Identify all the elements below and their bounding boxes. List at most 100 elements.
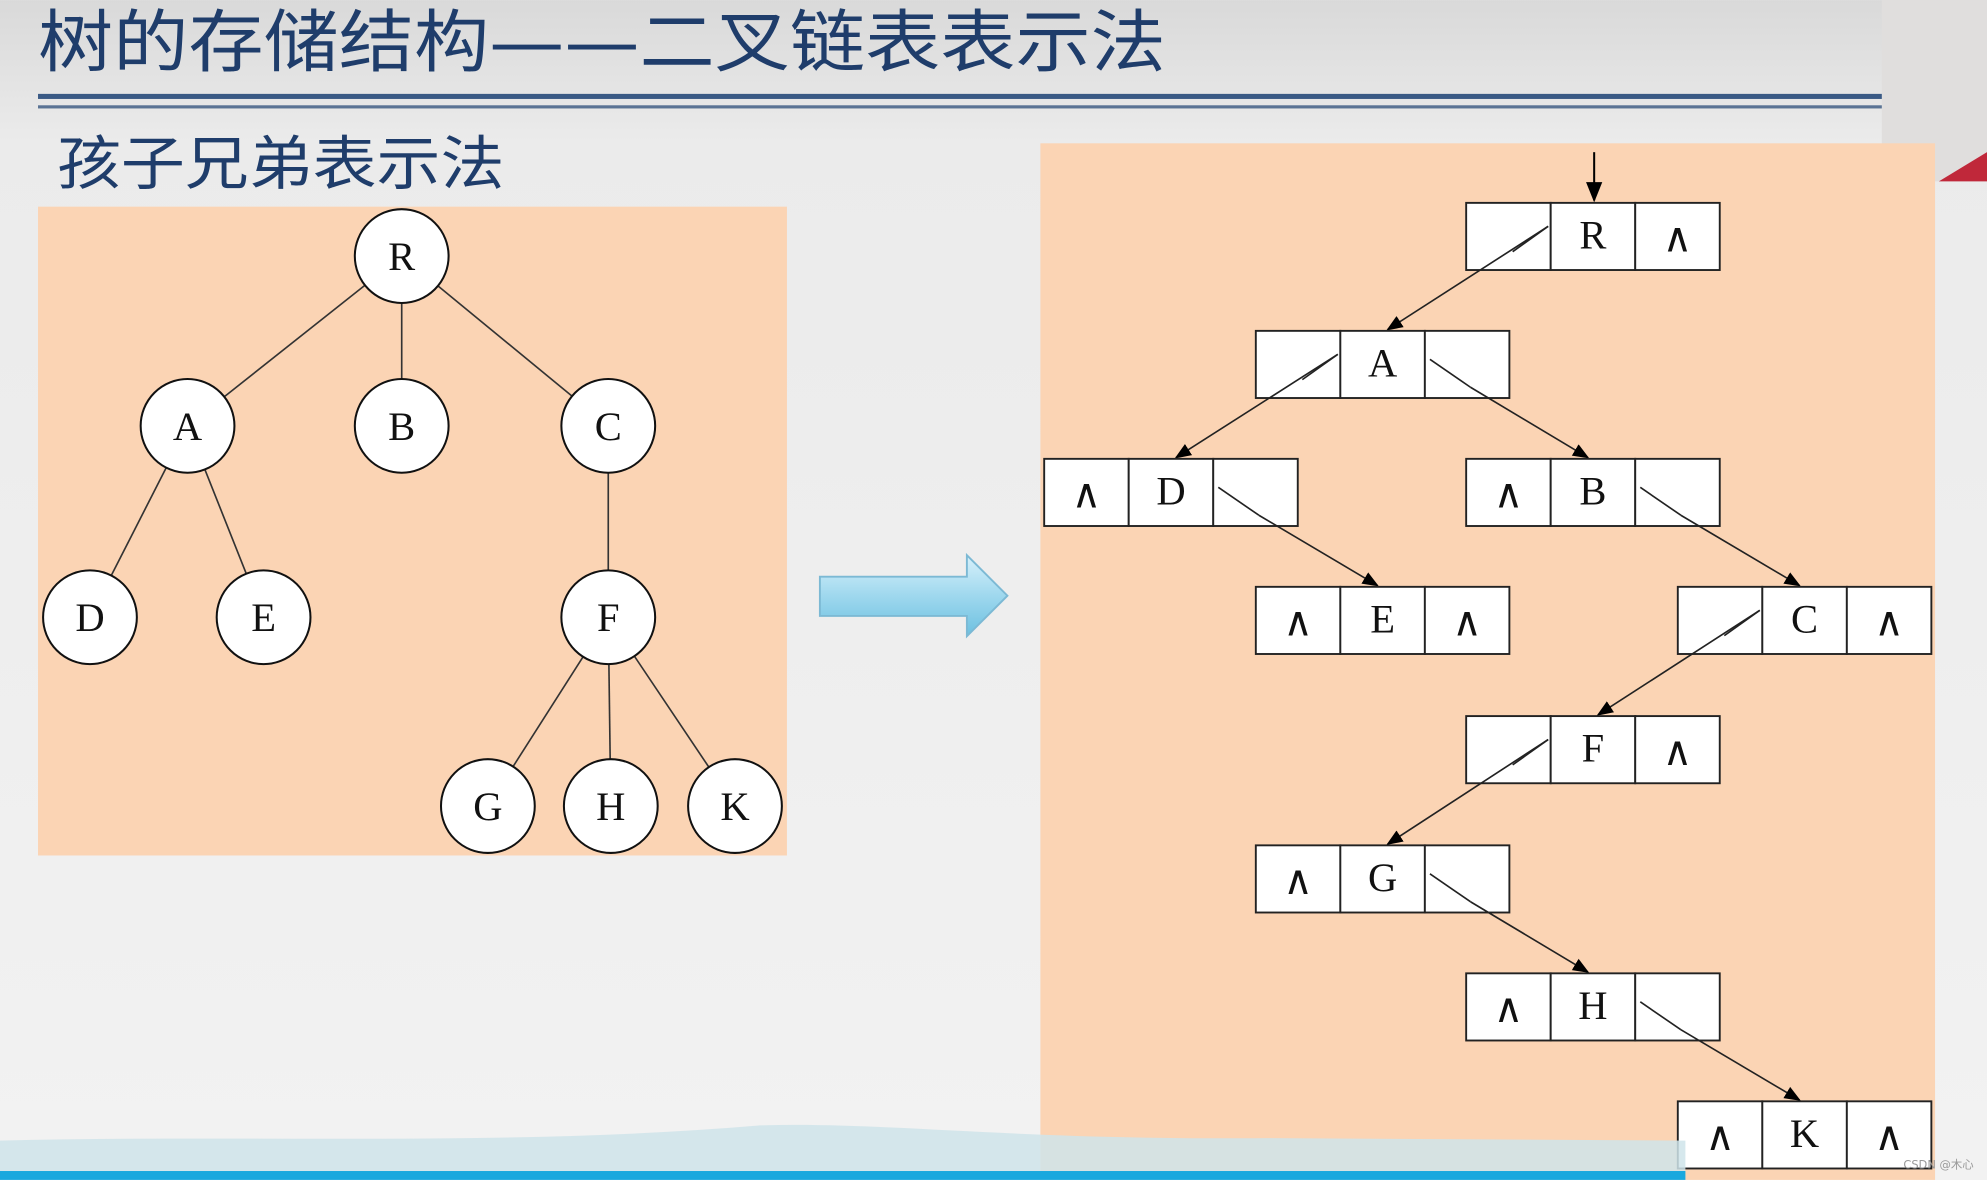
pointer-tick [1217, 486, 1260, 516]
slide-title: 树的存储结构——二叉链表表示法 [38, 3, 1166, 83]
first-child-cell [1254, 844, 1342, 914]
list-node-E: E ∧ ∧ [1254, 585, 1511, 655]
null-pointer-symbol: ∧ [1705, 1114, 1735, 1159]
watermark: CSDN @木心 [1903, 1157, 1973, 1171]
pointer-tick [1639, 486, 1682, 516]
list-node-label: E [1370, 596, 1395, 641]
tree-node-G: G [439, 758, 536, 854]
tree-node-F: F [560, 569, 657, 666]
list-node-label: B [1579, 468, 1606, 513]
tree-node-H: H [562, 758, 659, 854]
tree-edge-R-C [437, 285, 573, 397]
pointer-arrow-R-A [1386, 225, 1549, 331]
list-node-label: F [1582, 726, 1605, 771]
null-pointer-symbol: ∧ [1494, 986, 1524, 1031]
tree-node-R: R [353, 208, 450, 304]
tree-node-B: B [353, 377, 450, 474]
pointer-arrow-H-K [1680, 1029, 1801, 1101]
data-cell [1549, 972, 1637, 1042]
first-child-cell [1465, 457, 1552, 527]
tree-node-label: E [251, 595, 276, 640]
list-node-R: R∧ [1386, 201, 1721, 331]
pointer-arrow-G-H [1470, 901, 1590, 973]
bottom-bar [0, 1171, 1686, 1180]
first-child-cell [1254, 329, 1342, 399]
list-node-A: A [1174, 329, 1590, 459]
null-pointer-symbol: ∧ [1283, 600, 1313, 645]
next-sibling-cell [1845, 585, 1933, 655]
next-sibling-cell [1423, 844, 1511, 914]
list-node-B: B∧ [1465, 457, 1801, 587]
tree-node-circle [562, 758, 659, 854]
tree-node-K: K [687, 758, 783, 854]
pointer-arrow-A-B [1470, 386, 1590, 459]
tree-node-circle [687, 758, 783, 854]
list-node-label: G [1368, 855, 1397, 900]
list-node-H: H∧ [1465, 972, 1801, 1101]
tree-edge-A-D [110, 467, 167, 576]
slide-subtitle: 孩子兄弟表示法 [57, 130, 504, 198]
tree-edge-A-E [204, 469, 248, 574]
pointer-tick [1429, 358, 1471, 388]
list-node-label: A [1368, 340, 1397, 385]
data-cell [1549, 457, 1637, 527]
tree-node-label: F [597, 595, 620, 640]
tree-diagram: R A B C D E F G H K [42, 208, 783, 854]
next-sibling-cell [1423, 585, 1511, 655]
first-child-cell [1043, 457, 1130, 527]
tree-edge-F-H [608, 664, 611, 760]
list-node-label: H [1578, 983, 1607, 1028]
next-sibling-cell [1634, 715, 1721, 785]
null-pointer-symbol: ∧ [1072, 472, 1102, 517]
pointer-arrow-D-E [1258, 514, 1379, 587]
pointer-tick [1639, 1001, 1682, 1031]
null-pointer-symbol: ∧ [1452, 600, 1482, 645]
tree-node-label: H [596, 784, 625, 829]
pointer-arrow-B-C [1680, 514, 1801, 587]
data-cell [1339, 844, 1426, 914]
null-pointer-symbol: ∧ [1663, 729, 1693, 774]
first-child-cell [1465, 715, 1552, 785]
next-sibling-cell [1845, 1100, 1933, 1170]
list-node-F: F∧ [1386, 715, 1721, 845]
tree-node-circle [139, 377, 236, 474]
list-node-label: R [1579, 212, 1606, 257]
tree-node-circle [560, 569, 657, 666]
pointer-arrow-F-G [1386, 738, 1549, 845]
null-pointer-symbol: ∧ [1874, 1114, 1904, 1159]
next-sibling-cell [1423, 329, 1511, 399]
pointer-arrow-A-D [1174, 353, 1339, 459]
tree-node-circle [439, 758, 536, 854]
tree-node-circle [560, 377, 657, 474]
next-sibling-cell [1634, 972, 1721, 1042]
tree-edge-F-K [633, 655, 710, 768]
bottom-wave [0, 1124, 1686, 1180]
tree-node-label: B [388, 404, 415, 449]
tree-node-circle [42, 569, 138, 666]
list-node-C: C∧ [1596, 585, 1933, 716]
list-node-K: K∧∧ [1676, 1100, 1933, 1170]
null-pointer-symbol: ∧ [1283, 858, 1313, 903]
data-cell [1127, 457, 1215, 527]
first-child-cell [1465, 201, 1552, 271]
next-sibling-cell [1212, 457, 1299, 527]
first-child-cell [1254, 585, 1342, 655]
tree-node-label: C [595, 404, 622, 449]
tree-node-label: D [75, 595, 104, 640]
null-pointer-symbol: ∧ [1663, 216, 1693, 261]
tree-edge-R-A [223, 284, 366, 398]
tree-node-E: E [215, 569, 312, 666]
tree-node-C: C [560, 377, 657, 474]
title-rule-top [38, 93, 1882, 99]
data-cell [1761, 1100, 1848, 1170]
title-rule-bottom [38, 105, 1882, 109]
right-arrow-icon [818, 552, 1009, 639]
null-pointer-symbol: ∧ [1494, 472, 1524, 517]
tree-panel [38, 206, 787, 856]
pointer-arrow-C-F [1596, 609, 1761, 716]
null-pointer-symbol: ∧ [1874, 600, 1904, 645]
tree-edge-F-G [512, 656, 584, 767]
tree-node-label: A [173, 404, 202, 449]
tree-node-label: R [388, 234, 415, 279]
first-child-cell [1676, 585, 1764, 655]
